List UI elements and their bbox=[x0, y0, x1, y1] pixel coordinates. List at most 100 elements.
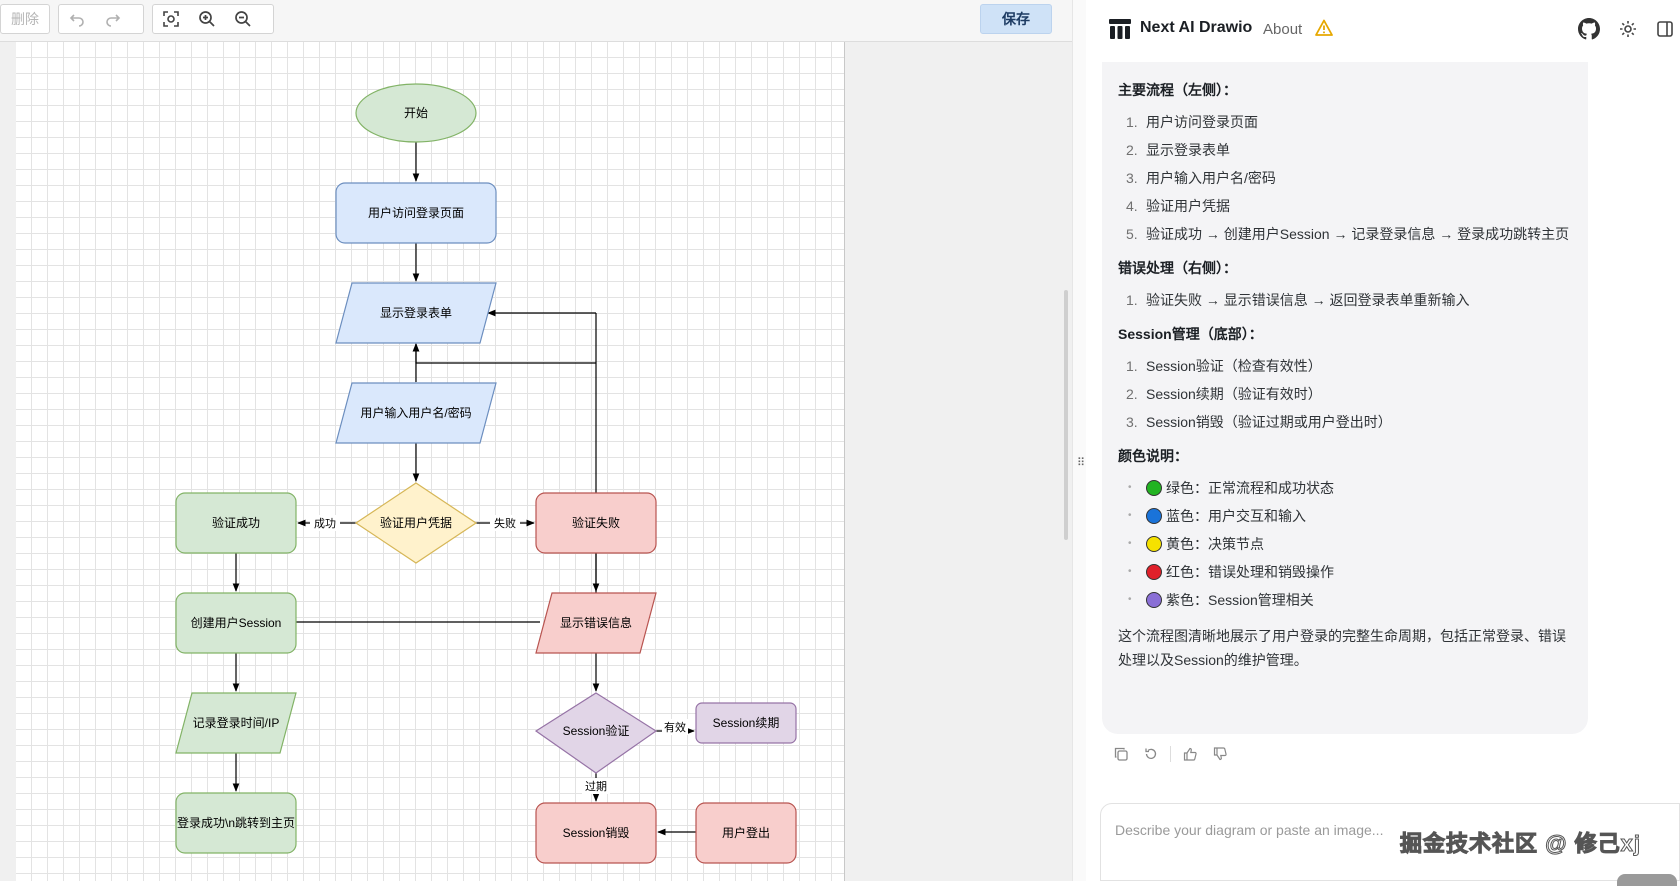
regenerate-button[interactable] bbox=[1136, 744, 1166, 764]
thumbs-down-icon bbox=[1213, 747, 1227, 761]
node-success-label: 验证成功 bbox=[212, 515, 260, 530]
node-success[interactable]: 验证成功 bbox=[175, 492, 297, 554]
list-item: 2.Session续期（验证有效时） bbox=[1126, 386, 1322, 402]
gear-icon[interactable] bbox=[1618, 19, 1638, 39]
color-legend-list: •绿色：正常流程和成功状态 •蓝色：用户交互和输入 •黄色：决策节点 •红色：错… bbox=[1118, 474, 1572, 614]
zoom-out-button[interactable] bbox=[225, 5, 261, 33]
node-session-destroy-label: Session销毁 bbox=[563, 825, 630, 840]
panel-resize-handle[interactable]: ⠿ bbox=[1072, 0, 1086, 881]
fit-icon bbox=[163, 11, 179, 27]
node-logout-label: 用户登出 bbox=[722, 825, 770, 840]
edge-label-fail: 失败 bbox=[494, 516, 516, 530]
page-border bbox=[844, 42, 845, 881]
list-item: 1.用户访问登录页面 bbox=[1126, 114, 1258, 130]
zoom-group bbox=[152, 4, 274, 34]
chat-input-box bbox=[1100, 803, 1680, 886]
list-item: 2.显示登录表单 bbox=[1126, 142, 1230, 158]
node-session-renew-label: Session续期 bbox=[713, 716, 780, 730]
chat-input[interactable] bbox=[1115, 818, 1595, 842]
edge-label-success: 成功 bbox=[314, 517, 336, 530]
node-visit[interactable]: 用户访问登录页面 bbox=[335, 182, 497, 244]
list-item: 3.Session销毁（验证过期或用户登出时） bbox=[1126, 414, 1392, 430]
copy-button[interactable] bbox=[1106, 744, 1136, 764]
section-title-colors: 颜色说明： bbox=[1118, 448, 1188, 464]
send-button[interactable] bbox=[1617, 874, 1677, 886]
save-button[interactable]: 保存 bbox=[980, 4, 1052, 34]
yellow-circle-icon bbox=[1146, 536, 1162, 552]
section-title-main: 主要流程（左侧）： bbox=[1118, 82, 1237, 98]
node-session-renew[interactable]: Session续期 bbox=[695, 702, 797, 744]
app-logo-icon bbox=[1109, 19, 1131, 39]
flowchart: 成功 失败 有效 过期 开始 用户访问登录页面 显示登录表单 用户输入用户名/密… bbox=[175, 83, 797, 864]
node-show-form[interactable]: 显示登录表单 bbox=[335, 282, 497, 344]
node-show-error[interactable]: 显示错误信息 bbox=[535, 592, 657, 654]
list-item: •蓝色：用户交互和输入 bbox=[1128, 508, 1306, 524]
zoom-out-icon bbox=[235, 11, 251, 27]
node-create-session[interactable]: 创建用户Session bbox=[175, 592, 297, 654]
sidebar-toggle-icon[interactable] bbox=[1656, 20, 1674, 38]
zoom-in-button[interactable] bbox=[189, 5, 225, 33]
editor-toolbar: 删除 保存 bbox=[0, 0, 1072, 42]
redo-button[interactable] bbox=[95, 5, 131, 33]
regenerate-icon bbox=[1145, 748, 1157, 759]
node-session-verify[interactable]: Session验证 bbox=[534, 692, 658, 774]
about-link[interactable]: About bbox=[1263, 21, 1303, 38]
blue-circle-icon bbox=[1146, 508, 1162, 524]
node-session-destroy[interactable]: Session销毁 bbox=[535, 802, 657, 864]
purple-circle-icon bbox=[1146, 592, 1162, 608]
summary-text: 这个流程图清晰地展示了用户登录的完整生命周期，包括正常登录、错误处理以及Sess… bbox=[1118, 628, 1566, 668]
node-show-error-label: 显示错误信息 bbox=[560, 615, 632, 630]
list-item: 3.用户输入用户名/密码 bbox=[1126, 170, 1276, 186]
assistant-message: 主要流程（左侧）： 1.用户访问登录页面 2.显示登录表单 3.用户输入用户名/… bbox=[1102, 62, 1588, 734]
node-start[interactable]: 开始 bbox=[355, 83, 477, 143]
delete-label: 删除 bbox=[11, 11, 39, 27]
node-verify[interactable]: 验证用户凭据 bbox=[354, 482, 478, 564]
list-item: 1.Session验证（检查有效性） bbox=[1126, 358, 1322, 374]
session-flow-list: 1.Session验证（检查有效性） 2.Session续期（验证有效时） 3.… bbox=[1118, 352, 1572, 436]
github-icon[interactable] bbox=[1578, 18, 1600, 40]
vertical-scrollbar[interactable] bbox=[1064, 290, 1068, 540]
red-circle-icon bbox=[1146, 564, 1162, 580]
node-redirect-label: 登录成功\n跳转到主页 bbox=[177, 815, 295, 830]
thumbs-up-button[interactable] bbox=[1175, 744, 1205, 764]
node-logout[interactable]: 用户登出 bbox=[695, 802, 797, 864]
main-flow-list: 1.用户访问登录页面 2.显示登录表单 3.用户输入用户名/密码 4.验证用户凭… bbox=[1118, 108, 1572, 248]
fit-button[interactable] bbox=[153, 5, 189, 33]
node-record-label: 记录登录时间/IP bbox=[193, 715, 280, 730]
node-fail[interactable]: 验证失败 bbox=[535, 492, 657, 554]
delete-button[interactable]: 删除 bbox=[0, 4, 50, 34]
list-item: •紫色：Session管理相关 bbox=[1128, 592, 1314, 608]
chat-panel: Next AI Drawio About 主要流程（左侧）： 1.用户访问登录页… bbox=[1086, 0, 1680, 886]
node-show-form-label: 显示登录表单 bbox=[380, 305, 452, 320]
redo-icon bbox=[106, 14, 121, 27]
app-title: Next AI Drawio bbox=[1140, 19, 1253, 36]
save-label: 保存 bbox=[1002, 11, 1030, 27]
grip-icon: ⠿ bbox=[1077, 457, 1086, 469]
list-item: 1.验证失败 → 显示错误信息 → 返回登录表单重新输入 bbox=[1126, 292, 1470, 308]
node-input-cred-label: 用户输入用户名/密码 bbox=[360, 405, 471, 420]
section-title-session: Session管理（底部）： bbox=[1118, 326, 1263, 342]
error-flow-list: 1.验证失败 → 显示错误信息 → 返回登录表单重新输入 bbox=[1118, 286, 1572, 314]
edge-fail-form[interactable] bbox=[412, 343, 596, 364]
section-title-error: 错误处理（右侧）： bbox=[1118, 260, 1237, 276]
warning-icon[interactable] bbox=[1315, 19, 1333, 37]
undo-icon bbox=[69, 14, 84, 27]
edge-labels: 成功 失败 有效 过期 bbox=[310, 515, 688, 794]
edge-label-expired: 过期 bbox=[585, 780, 607, 793]
thumbs-up-icon bbox=[1183, 747, 1197, 761]
undo-button[interactable] bbox=[59, 5, 95, 33]
zoom-in-icon bbox=[199, 11, 215, 27]
node-record[interactable]: 记录登录时间/IP bbox=[175, 692, 297, 754]
panel-header: Next AI Drawio About bbox=[1086, 0, 1680, 62]
watermark-text: 掘金技术社区 @ 修己xj bbox=[1399, 831, 1642, 857]
list-item: 4.验证用户凭据 bbox=[1126, 198, 1230, 214]
node-redirect[interactable]: 登录成功\n跳转到主页 bbox=[175, 792, 297, 854]
node-create-session-label: 创建用户Session bbox=[191, 615, 282, 630]
thumbs-down-button[interactable] bbox=[1205, 744, 1235, 764]
node-input-cred[interactable]: 用户输入用户名/密码 bbox=[335, 382, 497, 444]
history-group bbox=[58, 4, 144, 34]
node-session-verify-label: Session验证 bbox=[563, 723, 630, 738]
list-item: •黄色：决策节点 bbox=[1128, 536, 1264, 552]
message-actions bbox=[1106, 744, 1235, 764]
actions-divider bbox=[1170, 746, 1171, 762]
